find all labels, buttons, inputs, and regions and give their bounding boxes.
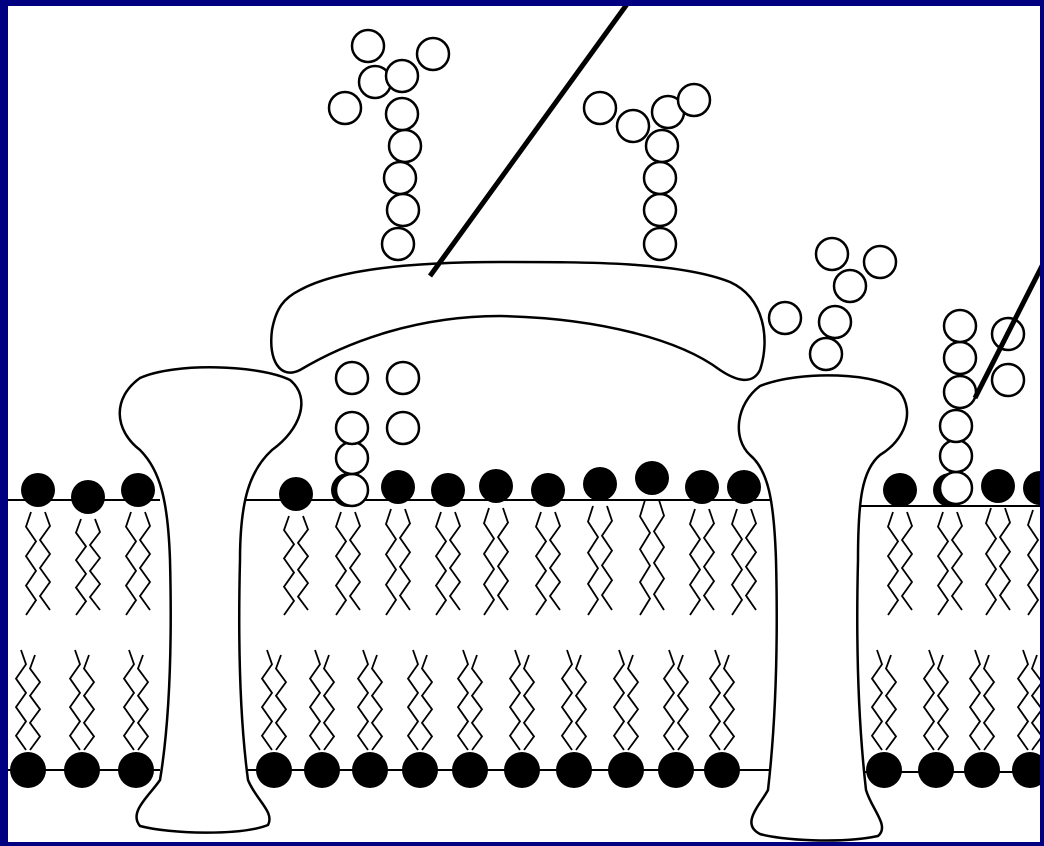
carbohydrate-unit	[940, 440, 972, 472]
carbohydrate-unit	[769, 302, 801, 334]
carbohydrate-unit	[644, 228, 676, 260]
carbohydrate-unit	[336, 442, 368, 474]
phospholipid-head	[866, 752, 902, 788]
carbohydrate-unit	[387, 412, 419, 444]
carbohydrate-unit	[336, 474, 368, 506]
phospholipid-head	[727, 470, 761, 504]
carbohydrate-unit	[644, 194, 676, 226]
phospholipid-head	[981, 469, 1015, 503]
carbohydrate-unit	[387, 194, 419, 226]
phospholipid-head	[583, 467, 617, 501]
phospholipid-head	[431, 473, 465, 507]
carbohydrate-unit	[584, 92, 616, 124]
carbohydrate-unit	[417, 38, 449, 70]
carbohydrate-unit	[810, 338, 842, 370]
phospholipid-head	[71, 480, 105, 514]
carbohydrate-unit	[387, 362, 419, 394]
phospholipid-head	[918, 752, 954, 788]
phospholipid-head	[964, 752, 1000, 788]
carbohydrate-unit	[816, 238, 848, 270]
carbohydrate-unit	[644, 162, 676, 194]
carbohydrate-unit	[944, 310, 976, 342]
carbohydrate-unit	[336, 362, 368, 394]
carbohydrate-unit	[382, 228, 414, 260]
carbohydrate-unit	[678, 84, 710, 116]
phospholipid-head	[531, 473, 565, 507]
carbohydrate-unit	[389, 130, 421, 162]
carbohydrate-unit	[992, 364, 1024, 396]
phospholipid-head	[21, 473, 55, 507]
carbohydrate-unit	[864, 246, 896, 278]
carbohydrate-unit	[819, 306, 851, 338]
carbohydrate-unit	[944, 376, 976, 408]
phospholipid-head	[685, 470, 719, 504]
carbohydrate-unit	[352, 30, 384, 62]
carbohydrate-unit	[944, 342, 976, 374]
phospholipid-head	[279, 477, 313, 511]
carbohydrate-unit	[834, 270, 866, 302]
carbohydrate-unit	[336, 412, 368, 444]
carbohydrate-unit	[386, 98, 418, 130]
phospholipid-head	[121, 473, 155, 507]
carbohydrate-unit	[386, 60, 418, 92]
carbohydrate-unit	[617, 110, 649, 142]
carbohydrate-unit	[646, 130, 678, 162]
phospholipid-head	[635, 461, 669, 495]
carbohydrate-unit	[384, 162, 416, 194]
carbohydrate-unit	[329, 92, 361, 124]
carbohydrate-unit	[940, 410, 972, 442]
phospholipid-head	[479, 469, 513, 503]
phospholipid-head	[381, 470, 415, 504]
phospholipid-head	[883, 473, 917, 507]
carbohydrate-unit	[940, 472, 972, 504]
